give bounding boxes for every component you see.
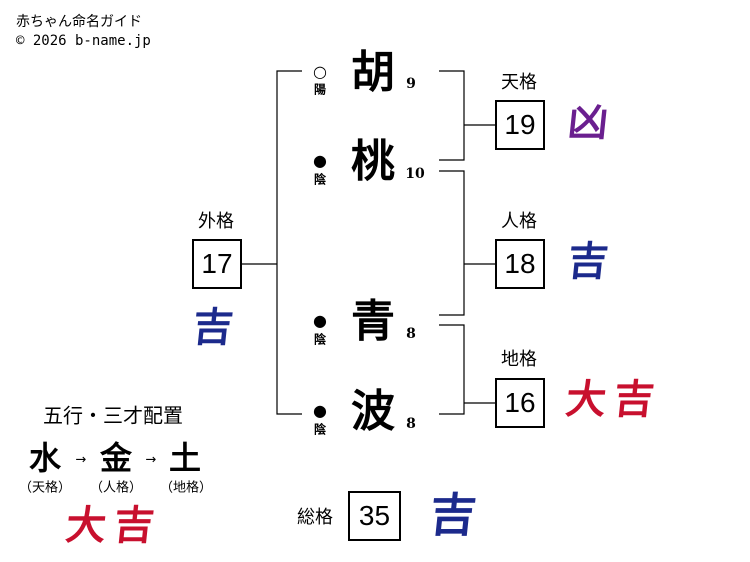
copyright: © 2026 b-name.jp (16, 33, 151, 49)
yin-circle-icon: ● (313, 311, 327, 330)
tenkaku-value: 19 (495, 100, 545, 150)
soukaku-value: 35 (348, 491, 401, 541)
name-char-3: 青 (351, 296, 395, 347)
tenkaku-fortune: 凶 (565, 99, 611, 146)
jinkaku-fortune: 吉 (565, 238, 611, 285)
stroke-count-1: 9 (406, 76, 416, 92)
yin-circle-icon: ● (313, 151, 327, 170)
name-char-1: 胡 (351, 47, 395, 98)
gaikaku-bracket (242, 70, 302, 415)
gogyo-element-2: 金 (99, 439, 133, 477)
yinyang-label-4: 陰 (313, 422, 327, 437)
arrow-icon: → (75, 452, 87, 468)
yinyang-label-2: 陰 (313, 172, 327, 187)
chikaku-label: 地格 (501, 349, 537, 370)
chikaku-bracket (439, 324, 495, 415)
jinkaku-bracket (439, 170, 495, 316)
gogyo-element-1: 水 (28, 439, 62, 477)
gogyo-fortune: 大吉 (63, 502, 165, 549)
name-char-4: 波 (351, 386, 395, 437)
chikaku-fortune: 大吉 (563, 376, 665, 423)
jinkaku-value: 18 (495, 239, 545, 289)
jinkaku-label: 人格 (501, 211, 537, 232)
app-title: 赤ちゃん命名ガイド (16, 14, 142, 30)
yinyang-label-1: 陽 (313, 82, 327, 97)
gaikaku-fortune: 吉 (190, 304, 236, 351)
gaikaku-label: 外格 (198, 211, 234, 232)
stroke-count-4: 8 (406, 416, 416, 432)
arrow-icon: → (145, 452, 157, 468)
gogyo-title: 五行・三才配置 (43, 403, 183, 428)
yinyang-label-3: 陰 (313, 332, 327, 347)
yin-circle-icon: ● (313, 401, 327, 420)
soukaku-label: 総格 (297, 507, 333, 528)
tenkaku-label: 天格 (501, 72, 537, 93)
chikaku-value: 16 (495, 378, 545, 428)
name-char-2: 桃 (351, 136, 395, 187)
gogyo-sub-2: （人格） (89, 480, 143, 496)
gaikaku-value: 17 (192, 239, 242, 289)
gogyo-sub-1: （天格） (18, 480, 72, 496)
tenkaku-bracket (439, 70, 495, 161)
gogyo-sub-3: （地格） (159, 480, 213, 496)
stroke-count-3: 8 (406, 326, 416, 342)
gogyo-element-3: 土 (168, 439, 202, 477)
yang-circle-icon: ○ (313, 62, 327, 81)
stroke-count-2: 10 (405, 166, 425, 182)
soukaku-fortune: 吉 (427, 488, 479, 542)
